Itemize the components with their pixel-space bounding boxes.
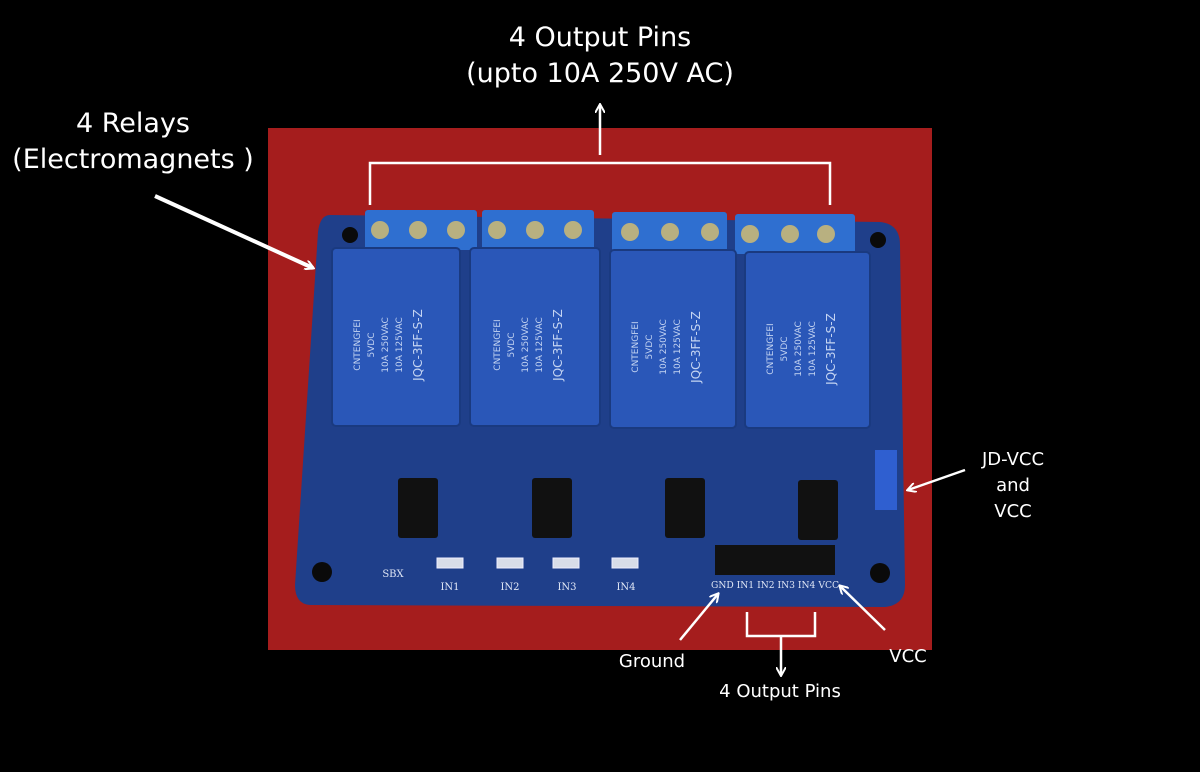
output-pins-top-label: 4 Output Pins (upto 10A 250V AC): [466, 20, 734, 92]
jumper-label: JD-VCC and VCC: [982, 447, 1044, 525]
relay-rating-text: 10A 250VAC: [521, 317, 531, 373]
relay-rating-text: 10A 125VAC: [395, 317, 405, 373]
relay-brand-text: CNTENGFEI: [353, 319, 363, 370]
optocouplers: [398, 478, 838, 540]
relay-arrow: [154, 194, 313, 268]
relay-voltage-text: 5VDC: [645, 334, 655, 359]
relays-label: 4 Relays (Electromagnets ): [12, 106, 254, 178]
relay-4-print: CNTENGFEI 5VDC 10A 250VAC 10A 125VAC JQC…: [766, 313, 838, 386]
label-line: 4 Output Pins: [508, 22, 692, 53]
indicator-leds: [436, 557, 639, 569]
relay-voltage-text: 5VDC: [507, 332, 517, 357]
relay-1: [331, 247, 461, 427]
mount-holes: [312, 227, 890, 583]
relay-3-print: CNTENGFEI 5VDC 10A 250VAC 10A 125VAC JQC…: [631, 311, 703, 384]
relay-3: [609, 249, 737, 429]
relay-2-print: CNTENGFEI 5VDC 10A 250VAC 10A 125VAC JQC…: [493, 309, 565, 382]
led-label-in2: IN2: [500, 582, 519, 593]
relay-rating-text: 10A 250VAC: [381, 317, 391, 373]
ground-arrow: [679, 594, 718, 641]
led-label-in3: IN3: [557, 582, 576, 593]
label-line: VCC: [994, 501, 1032, 522]
jumper: [875, 450, 897, 510]
relay-brand-text: CNTENGFEI: [493, 319, 503, 370]
jumper-arrow: [908, 468, 966, 490]
output-pins-bottom-label: 4 Output Pins: [719, 681, 841, 702]
relay-4: [744, 251, 871, 429]
relay-brand-text: CNTENGFEI: [766, 323, 776, 374]
relay-brand-text: CNTENGFEI: [631, 321, 641, 372]
label-line: (Electromagnets ): [12, 144, 254, 175]
relay-model-text: JQC-3FF-S-Z: [411, 309, 425, 382]
label-line: 4 Relays: [75, 108, 190, 139]
relay-2: [469, 247, 601, 427]
brand-label: SBX: [382, 569, 404, 580]
relay-rating-text: 10A 250VAC: [659, 319, 669, 375]
header-pin-labels: GND IN1 IN2 IN3 IN4 VCC: [711, 581, 839, 591]
relays: [331, 247, 871, 429]
relay-model-text: JQC-3FF-S-Z: [689, 311, 703, 384]
terminal-screws: [371, 221, 835, 243]
relay-model-text: JQC-3FF-S-Z: [824, 313, 838, 386]
label-line: (upto 10A 250V AC): [466, 58, 734, 89]
relay-model-text: JQC-3FF-S-Z: [551, 309, 565, 382]
relay-rating-text: 10A 125VAC: [808, 321, 818, 377]
relay-rating-text: 10A 125VAC: [673, 319, 683, 375]
label-line: and: [996, 475, 1030, 496]
relay-rating-text: 10A 250VAC: [794, 321, 804, 377]
led-label-in1: IN1: [440, 582, 459, 593]
header-pins: [715, 545, 835, 575]
relay-voltage-text: 5VDC: [367, 332, 377, 357]
top-bracket: [368, 161, 832, 205]
relay-1-print: CNTENGFEI 5VDC 10A 250VAC 10A 125VAC JQC…: [353, 309, 425, 382]
relay-voltage-text: 5VDC: [780, 336, 790, 361]
vcc-label: VCC: [889, 646, 927, 667]
vcc-arrow: [840, 586, 886, 631]
annotation-lines: [154, 105, 966, 675]
led-label-in4: IN4: [616, 582, 635, 593]
relay-rating-text: 10A 125VAC: [535, 317, 545, 373]
ground-label: Ground: [618, 651, 686, 672]
label-line: JD-VCC: [981, 449, 1045, 470]
